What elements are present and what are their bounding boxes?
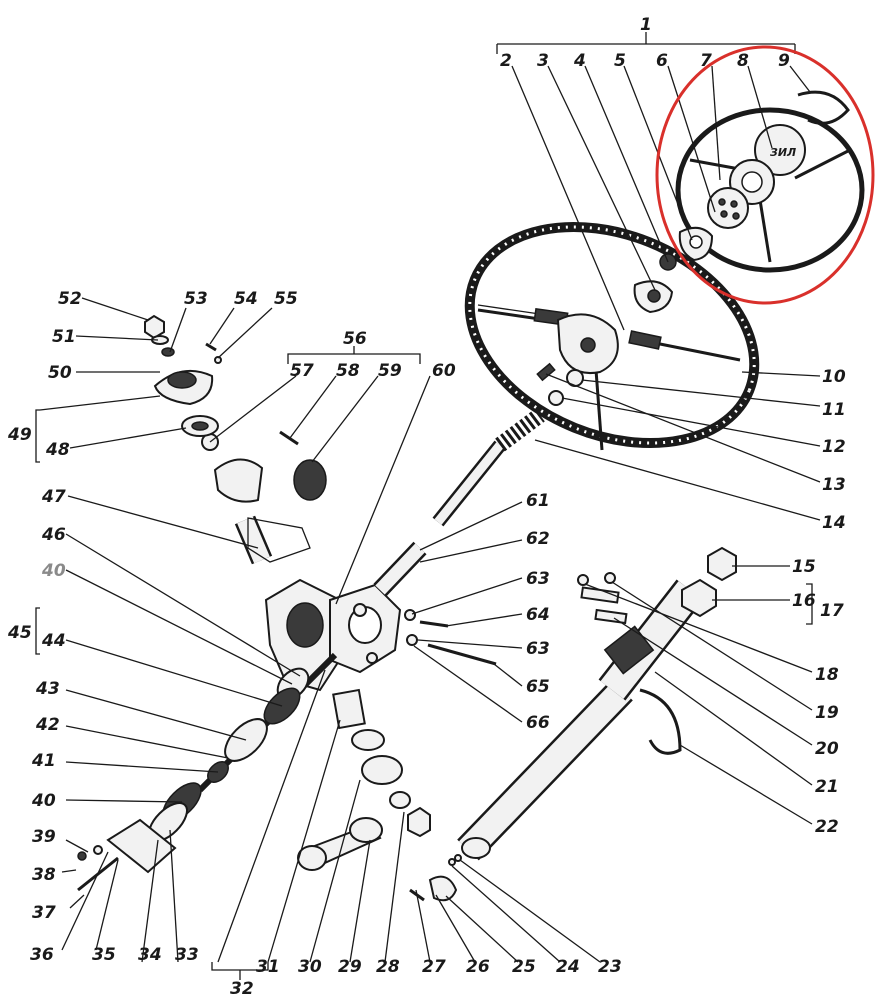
label-17: 17 bbox=[820, 601, 844, 621]
label-62: 62 bbox=[526, 529, 550, 549]
label-40-lower: 40 bbox=[31, 791, 56, 811]
label-41: 41 bbox=[31, 751, 56, 771]
part-labels: 1 2 3 4 5 6 7 8 9 10 11 12 13 14 15 16 1… bbox=[7, 15, 846, 999]
label-63-lower: 63 bbox=[526, 639, 550, 659]
label-22: 22 bbox=[815, 817, 839, 837]
label-21: 21 bbox=[815, 777, 839, 797]
label-40-upper: 40 bbox=[41, 561, 66, 581]
label-11: 11 bbox=[822, 400, 846, 420]
label-55: 55 bbox=[274, 289, 298, 309]
label-25: 25 bbox=[512, 957, 536, 977]
steering-shaft bbox=[432, 408, 545, 527]
steering-wheel bbox=[464, 221, 760, 451]
worm-shaft bbox=[77, 652, 338, 892]
column-lower-parts bbox=[297, 688, 462, 902]
label-10: 10 bbox=[822, 367, 846, 387]
column-tube bbox=[457, 579, 704, 861]
label-13: 13 bbox=[822, 475, 846, 495]
label-57: 57 bbox=[290, 361, 314, 381]
label-54: 54 bbox=[234, 289, 258, 309]
label-64: 64 bbox=[526, 605, 550, 625]
label-19: 19 bbox=[815, 703, 839, 723]
label-60: 60 bbox=[432, 361, 456, 381]
label-66: 66 bbox=[526, 713, 550, 733]
label-44: 44 bbox=[41, 631, 66, 651]
label-7: 7 bbox=[700, 51, 712, 71]
label-9: 9 bbox=[778, 51, 790, 71]
label-35: 35 bbox=[92, 945, 116, 965]
label-50: 50 bbox=[48, 363, 72, 383]
label-26: 26 bbox=[466, 957, 490, 977]
label-3: 3 bbox=[537, 51, 549, 71]
label-48: 48 bbox=[45, 440, 70, 460]
label-45: 45 bbox=[7, 623, 32, 643]
label-2: 2 bbox=[500, 51, 512, 71]
label-39: 39 bbox=[32, 827, 56, 847]
label-33: 33 bbox=[175, 945, 199, 965]
label-42: 42 bbox=[35, 715, 60, 735]
label-4: 4 bbox=[573, 51, 586, 71]
top-cover bbox=[144, 314, 222, 437]
label-65: 65 bbox=[526, 677, 550, 697]
label-28: 28 bbox=[376, 957, 400, 977]
label-46: 46 bbox=[41, 525, 66, 545]
label-5: 5 bbox=[614, 51, 626, 71]
label-8: 8 bbox=[737, 51, 749, 71]
label-53: 53 bbox=[184, 289, 208, 309]
label-14: 14 bbox=[822, 513, 846, 533]
label-24: 24 bbox=[556, 957, 580, 977]
label-23: 23 bbox=[598, 957, 622, 977]
sector-shaft bbox=[201, 430, 327, 565]
label-6: 6 bbox=[656, 51, 668, 71]
leader-lines bbox=[35, 32, 821, 980]
clamp-parts bbox=[577, 546, 737, 625]
label-32: 32 bbox=[230, 979, 254, 999]
label-43: 43 bbox=[35, 679, 60, 699]
label-31: 31 bbox=[256, 957, 280, 977]
label-56: 56 bbox=[343, 329, 367, 349]
label-58: 58 bbox=[336, 361, 360, 381]
svg-text:ЗИЛ: ЗИЛ bbox=[770, 146, 796, 159]
label-16: 16 bbox=[792, 591, 816, 611]
label-29: 29 bbox=[338, 957, 362, 977]
label-1: 1 bbox=[640, 15, 652, 35]
label-47: 47 bbox=[41, 487, 66, 507]
label-61: 61 bbox=[526, 491, 550, 511]
highlighted-wheel-assembly: ЗИЛ bbox=[675, 90, 865, 273]
label-18: 18 bbox=[815, 665, 839, 685]
label-34: 34 bbox=[138, 945, 162, 965]
label-63-upper: 63 bbox=[526, 569, 550, 589]
label-59: 59 bbox=[378, 361, 402, 381]
label-38: 38 bbox=[32, 865, 56, 885]
label-37: 37 bbox=[32, 903, 56, 923]
label-20: 20 bbox=[815, 739, 839, 759]
label-36: 36 bbox=[30, 945, 54, 965]
label-12: 12 bbox=[822, 437, 846, 457]
highlight-circle bbox=[655, 45, 875, 305]
label-30: 30 bbox=[298, 957, 322, 977]
label-27: 27 bbox=[422, 957, 446, 977]
label-49: 49 bbox=[7, 425, 32, 445]
label-52: 52 bbox=[58, 289, 82, 309]
label-15: 15 bbox=[792, 557, 816, 577]
bolts bbox=[404, 609, 497, 666]
label-51: 51 bbox=[52, 327, 76, 347]
